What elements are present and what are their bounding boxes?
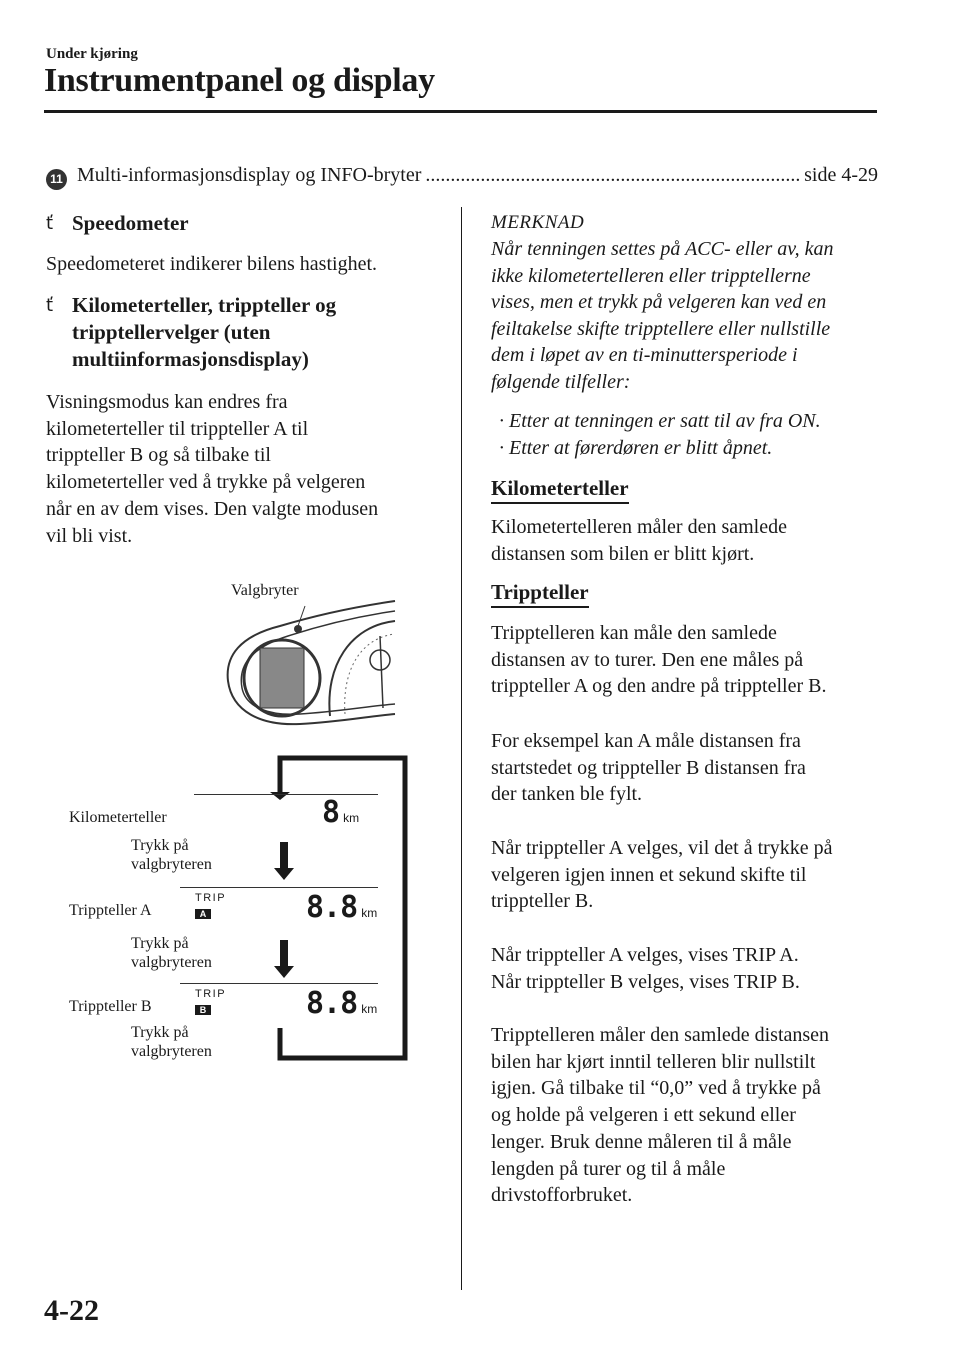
trip-b-row-label: Trippteller B [69,998,152,1015]
tripmeter-paragraph: For eksempel kan A måle distansen fra st… [491,730,806,806]
mode-cycle-diagram [270,755,408,1061]
section-marker-icon: ť [46,213,54,234]
arrow-down-icon [274,966,294,978]
odometer-value: 8 [322,795,340,830]
press-instruction: Trykk på valgbryteren [131,1024,212,1060]
toc-entry-text: Multi-informasjonsdisplay og INFO-bryter [77,164,422,186]
selector-label: Valgbryter [231,582,299,599]
bullet-dot-icon: · [499,410,504,432]
trip-a-value: 8.8 [306,890,358,925]
trip-a-indicator: TRIP A [195,892,227,919]
cluster-outline [226,600,396,726]
odometer-section-heading: ť Kilometerteller, trippteller og trippt… [46,293,337,371]
toc-page-ref: side 4-29 [804,164,878,186]
trip-b-indicator: TRIP B [195,988,227,1015]
odometer-row-label: Kilometerteller [69,809,167,826]
odometer-display: 8 km [322,798,359,828]
selector-leader-line [297,605,306,627]
page-number: 4-22 [44,1294,99,1327]
tripmeter-paragraph: Når trippteller A velges, vil det å tryk… [491,837,833,913]
speedometer-ring [328,620,396,717]
unit-label: km [361,906,378,920]
cycle-return-path [277,755,408,1061]
note-title: MERKNAD [491,212,585,233]
row-separator [180,887,378,888]
toc-leader-dots [425,164,800,187]
trip-a-row-label: Trippteller A [69,902,152,919]
unit-label: km [343,811,360,825]
trip-b-display: 8.8 km [306,989,377,1019]
row-separator [194,794,378,795]
selector-button-icon [294,625,302,633]
odometer-section-body: Visningsmodus kan endres fra kilometerte… [46,391,379,547]
toc-entry: 11 Multi-informasjonsdisplay og INFO-bry… [46,164,878,192]
trip-a-display: 8.8 km [306,893,377,923]
row-separator [180,983,378,984]
tripmeter-heading: Trippteller [491,579,589,608]
item-number-badge: 11 [46,168,67,190]
section-label: Under kjøring [46,46,138,62]
arrow-down-icon [280,940,288,966]
unit-label: km [361,1002,378,1016]
column-divider [461,207,462,1290]
arrow-down-icon [274,868,294,880]
tripmeter-paragraph: Når trippteller A velges, vises TRIP A. … [491,944,800,993]
section-marker-icon: ť [46,295,54,316]
arrow-down-icon [280,842,288,868]
speedometer-scale [344,633,396,715]
odometer-heading: Kilometerteller [491,475,629,504]
speedometer-needle [379,635,384,709]
tripmeter-paragraph: Tripptelleren kan måle den samlede dista… [491,622,827,698]
display-screen-icon [259,647,305,709]
bullet-dot-icon: · [499,437,504,459]
trip-b-value: 8.8 [306,986,358,1021]
tripmeter-paragraph: Tripptelleren måler den samlede distanse… [491,1024,830,1207]
note-body: Når tenningen settes på ACC- eller av, k… [491,238,834,393]
speedometer-body: Speedometeret indikerer bilens hastighet… [46,253,378,275]
press-instruction: Trykk på valgbryteren [131,837,212,873]
press-instruction: Trykk på valgbryteren [131,935,212,971]
left-gauge-ring [242,638,322,718]
header-rule [44,110,877,113]
speedometer-heading: ť Speedometer [46,211,189,235]
note-bullet-item: · Etter at tenningen er satt til av fra … [499,410,821,432]
page-title: Instrumentpanel og display [44,62,435,99]
instrument-cluster-illustration [226,600,396,726]
note-bullet-item: · Etter at førerdøren er blitt åpnet. [499,437,773,459]
odometer-body: Kilometertelleren måler den samlede dist… [491,516,787,565]
cluster-inner-outline [240,610,396,716]
